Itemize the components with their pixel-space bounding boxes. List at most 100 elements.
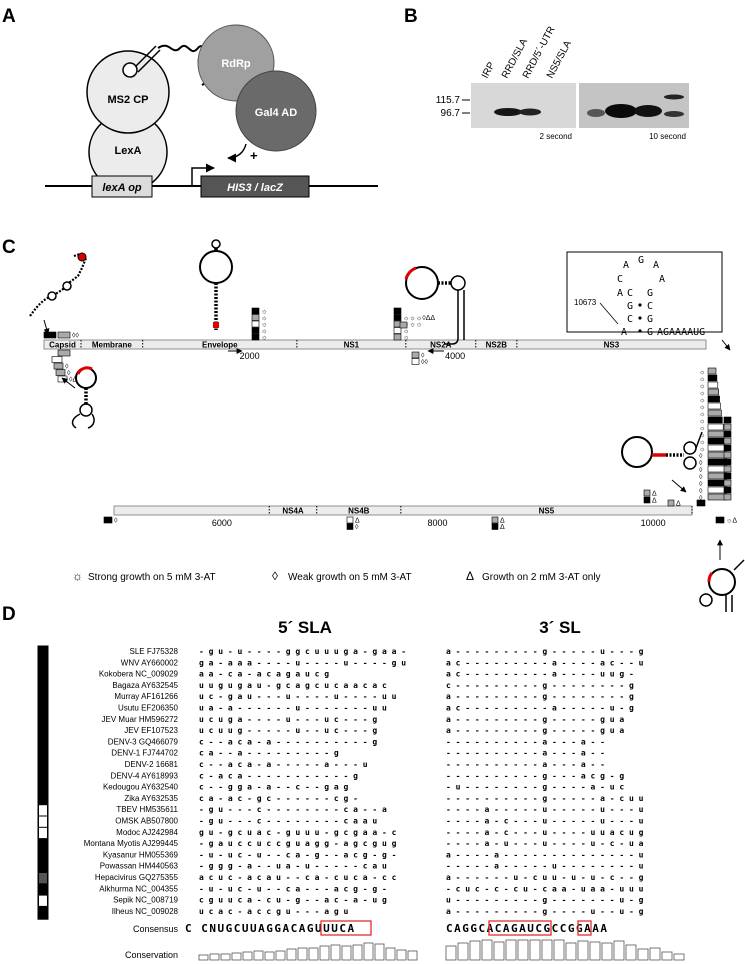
conservation-bar-3 bbox=[625, 944, 637, 961]
growth-symbol: Δ bbox=[500, 518, 505, 525]
lane-label-irp: IRP bbox=[480, 60, 498, 80]
conservation-bar-3 bbox=[601, 942, 613, 961]
clone-fragment bbox=[707, 423, 724, 431]
inset-stem-left: C bbox=[627, 314, 633, 325]
conservation-bar-3 bbox=[481, 939, 493, 961]
strain-name: Usutu EF206350 bbox=[118, 704, 179, 713]
clade-bar-segment bbox=[39, 805, 47, 816]
motif-box-5-acag bbox=[320, 920, 372, 936]
conservation-bar-5 bbox=[297, 947, 308, 961]
seq-3-sl: a c - - - - - - - - - a - - - - u u g - bbox=[446, 670, 634, 679]
clone-fragment bbox=[723, 486, 732, 494]
conservation-bar-3 bbox=[661, 951, 673, 961]
growth-symbol: ◊ bbox=[421, 353, 425, 360]
inset-position: 10673 bbox=[574, 298, 597, 307]
conservation-bar-5 bbox=[209, 953, 220, 961]
conservation-bar-5 bbox=[330, 944, 341, 961]
growth-symbol: ◊ bbox=[699, 488, 703, 495]
growth-symbol: ◊ bbox=[355, 524, 359, 531]
seq-5-sla: a a - c a - a c a g a u c g bbox=[199, 670, 329, 679]
clone-fragment bbox=[696, 499, 706, 507]
growth-symbol: ◊ bbox=[699, 453, 703, 460]
clone-fragment bbox=[723, 493, 732, 501]
title-3-sl: 3´ SL bbox=[539, 618, 581, 637]
motif-box-3-cacag bbox=[488, 920, 552, 936]
seq-3-sl: a - - - - - - u - c u u - u - u - c - - … bbox=[446, 873, 644, 882]
band-ns5-sla-10s-lower bbox=[664, 111, 684, 117]
seq-3-sl: - - - - - - - - - - a - - - a - - bbox=[446, 760, 605, 769]
clone-fragment bbox=[707, 374, 718, 382]
conservation-bar-3 bbox=[613, 940, 625, 961]
clone-fragment bbox=[643, 489, 651, 497]
legend-symbol-1: ◊ bbox=[272, 569, 278, 583]
conservation-bar-3 bbox=[565, 942, 577, 961]
clade-bar-segment bbox=[39, 816, 47, 827]
clone-fragment bbox=[43, 331, 57, 339]
gene-label-ns3: NS3 bbox=[604, 341, 620, 350]
motif-box-3-g bbox=[577, 920, 592, 936]
mw-marker-1157: 115.7 bbox=[436, 95, 461, 106]
seq-3-sl: - - - - a - c - - - u - - - - - u - - - … bbox=[446, 817, 644, 826]
tick-top-2000: 2000 bbox=[240, 351, 260, 361]
seq-3-sl: - - - - a - c - - - u - - - - u u a c u … bbox=[446, 828, 644, 837]
seq-3-sl: a c - - - - - - - - - a - - - - a c - - … bbox=[446, 658, 644, 667]
band-irp-10s bbox=[587, 109, 605, 117]
growth-symbol: Δ bbox=[652, 498, 657, 505]
conservation-bar-5 bbox=[198, 954, 209, 961]
clone-fragment bbox=[103, 516, 113, 524]
seq-3-sl: - - - - - a - - - - - u - - - - - - - - … bbox=[446, 862, 644, 871]
strain-name: DENV-4 AY618993 bbox=[111, 771, 179, 780]
clone-fragment bbox=[393, 333, 402, 341]
seq-3-sl: a - - - - a - - - - - - - - - - - - - - … bbox=[446, 850, 644, 859]
rdrp-label: RdRp bbox=[221, 58, 251, 70]
conservation-bar-5 bbox=[220, 953, 231, 961]
rna-structure-envelope bbox=[199, 239, 243, 354]
clone-fragment bbox=[723, 458, 732, 466]
growth-symbol: ◊ bbox=[699, 481, 703, 488]
strain-name: DENV-1 FJ744702 bbox=[111, 749, 178, 758]
clone-fragment bbox=[707, 430, 725, 438]
seq-3-sl: a - - - - - - - - - g - - - - u - - u - … bbox=[446, 907, 644, 916]
clade-bar-segment bbox=[39, 895, 47, 906]
gene-label-envelope: Envelope bbox=[202, 341, 238, 350]
gene-label-ns5: NS5 bbox=[539, 507, 555, 516]
rna-structure-ns5 bbox=[621, 431, 703, 493]
seq-3-sl: - - - - - - - - - - a - - - a - - bbox=[446, 749, 605, 758]
growth-symbol: Δ bbox=[676, 501, 681, 508]
strain-name: OMSK AB507800 bbox=[115, 817, 178, 826]
growth-symbol: ◊ bbox=[67, 370, 71, 377]
growth-symbol: ◊ bbox=[65, 364, 69, 371]
growth-symbol: ☼☼☼ bbox=[403, 322, 422, 329]
ms2-label: MS2 CP bbox=[108, 94, 149, 106]
inset-loop-base: A bbox=[653, 260, 659, 271]
conservation-bar-3 bbox=[445, 945, 457, 961]
growth-symbol: ☼ bbox=[699, 446, 705, 453]
inset-loop-base: A bbox=[623, 260, 629, 271]
clone-fragment bbox=[411, 358, 420, 365]
inset-basepair-dot bbox=[638, 303, 642, 307]
panel-label-a: A bbox=[2, 6, 16, 27]
conservation-bar-5 bbox=[352, 944, 363, 961]
clone-fragment bbox=[723, 416, 732, 424]
clone-fragment bbox=[723, 479, 732, 487]
gene-label-ns4b: NS4B bbox=[348, 507, 370, 516]
conservation-bar-3 bbox=[493, 941, 505, 961]
conservation-bar-3 bbox=[529, 939, 541, 961]
growth-symbol: ◊◊ bbox=[421, 359, 428, 366]
activation-plus: + bbox=[250, 148, 258, 163]
growth-symbol: ☼ bbox=[261, 309, 267, 316]
growth-symbol: ☼ bbox=[261, 315, 267, 322]
clone-fragment bbox=[53, 362, 64, 370]
promoter-arrow bbox=[191, 163, 215, 186]
clone-fragment bbox=[393, 314, 402, 321]
western-blot: IRP RRD/SLA RRD/5´-UTR NS5/SLA 115.7 96.… bbox=[436, 24, 689, 141]
conservation-bar-3 bbox=[553, 939, 565, 961]
conservation-bar-5 bbox=[319, 945, 330, 961]
inset-loop-base: A bbox=[617, 288, 623, 299]
strain-name: Murray AF161266 bbox=[114, 692, 178, 701]
seq-3-sl: u - - - - - - - - - g - - - - - - - u - … bbox=[446, 896, 644, 905]
strain-name: DENV-2 16681 bbox=[125, 760, 179, 769]
seq-5-sla: u c a c - a c c g u - - - a g u bbox=[199, 907, 348, 916]
conservation-bar-5 bbox=[374, 943, 385, 961]
